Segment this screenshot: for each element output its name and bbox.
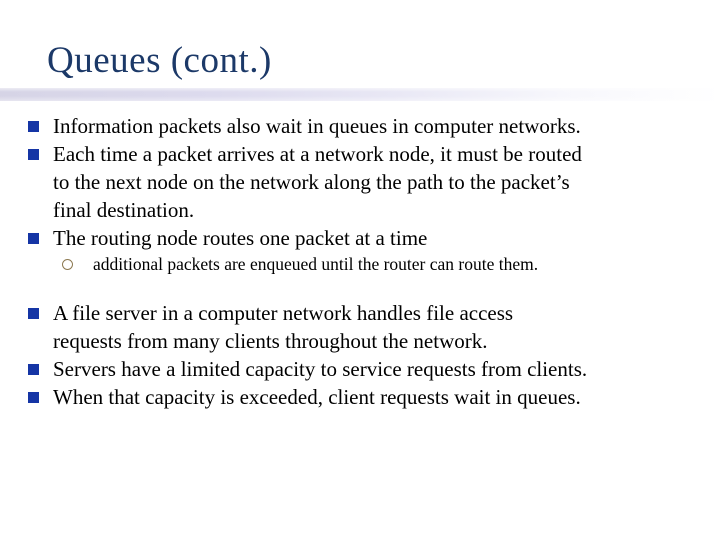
bullet-item: A file server in a computer network hand… [28,299,706,355]
slide-body: Information packets also wait in queues … [28,112,706,411]
bullet-marker-cell [28,140,53,160]
sub-bullet-text: additional packets are enqueued until th… [93,254,539,274]
bullet-item: Each time a packet arrives at a network … [28,140,706,224]
circle-bullet-icon [62,259,73,270]
bullet-item: When that capacity is exceeded, client r… [28,383,706,411]
bullet-text: When that capacity is exceeded, client r… [53,385,581,409]
square-bullet-icon [28,121,39,132]
bullet-marker-cell [28,383,53,403]
bullet-marker-cell [62,252,93,270]
slide-title: Queues (cont.) [47,40,272,81]
bullet-text: A file server in a computer network hand… [53,301,514,353]
square-bullet-icon [28,392,39,403]
bullet-marker-cell [28,112,53,132]
bullet-marker-cell [28,299,53,319]
square-bullet-icon [28,149,39,160]
square-bullet-icon [28,308,39,319]
bullet-item: The routing node routes one packet at a … [28,224,706,252]
square-bullet-icon [28,233,39,244]
bullet-item: Information packets also wait in queues … [28,112,706,140]
title-underline-bar [0,88,720,101]
bullet-marker-cell [28,355,53,375]
bullet-text: Servers have a limited capacity to servi… [53,357,588,381]
bullet-text: The routing node routes one packet at a … [53,226,428,250]
bullet-text: Each time a packet arrives at a network … [53,142,582,222]
bullet-marker-cell [28,224,53,244]
sub-bullet-item: additional packets are enqueued until th… [28,252,706,277]
bullet-item: Servers have a limited capacity to servi… [28,355,706,383]
bullet-text: Information packets also wait in queues … [53,114,581,138]
square-bullet-icon [28,364,39,375]
